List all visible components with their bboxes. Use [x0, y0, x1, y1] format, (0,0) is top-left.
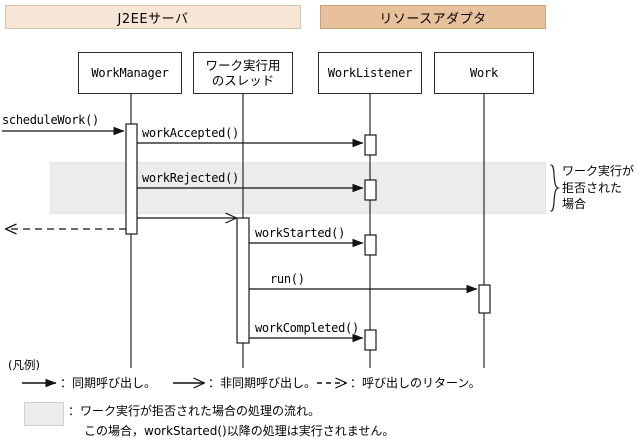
lifeline-box-work-thread: ワーク実行用 のスレッド: [193, 52, 293, 94]
legend-swatch-rejected-band: [24, 402, 64, 426]
activation-work-listener-accepted: [364, 134, 377, 156]
rejected-note-brace: [550, 164, 561, 212]
lifeline-label-work-listener: WorkListener: [327, 65, 413, 80]
legend-swatch-line1: ：ワーク実行が拒否された場合の処理の流れ。: [68, 404, 321, 418]
group-band-resource-adapter: リソースアダプタ: [320, 5, 546, 29]
message-label-work-started: workStarted(): [255, 226, 346, 240]
activation-work-manager: [125, 123, 138, 235]
message-label-schedule-work: scheduleWork(): [2, 113, 99, 127]
activation-work-listener-rejected: [364, 179, 377, 201]
message-label-run: run(): [270, 272, 305, 286]
lifeline-label-work-thread: ワーク実行用 のスレッド: [205, 58, 281, 88]
activation-work-listener-completed: [364, 329, 377, 351]
message-arrows: [2, 126, 478, 343]
legend-item-sync-label: ：同期呼び出し。: [60, 376, 157, 390]
group-band-resource-adapter-label: リソースアダプタ: [379, 11, 487, 27]
activation-work-thread: [236, 217, 250, 344]
group-band-j2ee-label: J2EEサーバ: [117, 11, 189, 27]
legend-swatch-line2: この場合，workStarted()以降の処理は実行されません。: [84, 424, 395, 438]
lifeline-box-work-manager: WorkManager: [78, 52, 182, 94]
rejected-case-note: ワーク実行が 拒否された 場合: [562, 164, 635, 211]
lifeline-label-work-manager: WorkManager: [91, 65, 169, 80]
legend-item-return-label: ：呼び出しのリターン。: [350, 376, 481, 390]
group-band-j2ee: J2EEサーバ: [5, 5, 301, 29]
activation-bars: [125, 123, 491, 351]
message-label-work-accepted: workAccepted(): [142, 126, 239, 140]
message-label-work-rejected: workRejected(): [142, 171, 239, 185]
lifeline-box-work-listener: WorkListener: [318, 52, 422, 94]
legend-title: (凡例): [8, 358, 40, 372]
lifeline-box-work: Work: [434, 52, 534, 94]
activation-work-listener-started: [364, 234, 377, 256]
legend-item-async-label: ：非同期呼び出し。: [208, 376, 317, 390]
activation-work-run: [478, 284, 491, 314]
lifeline-label-work: Work: [469, 65, 499, 80]
message-label-work-completed: workCompleted(): [255, 321, 359, 335]
